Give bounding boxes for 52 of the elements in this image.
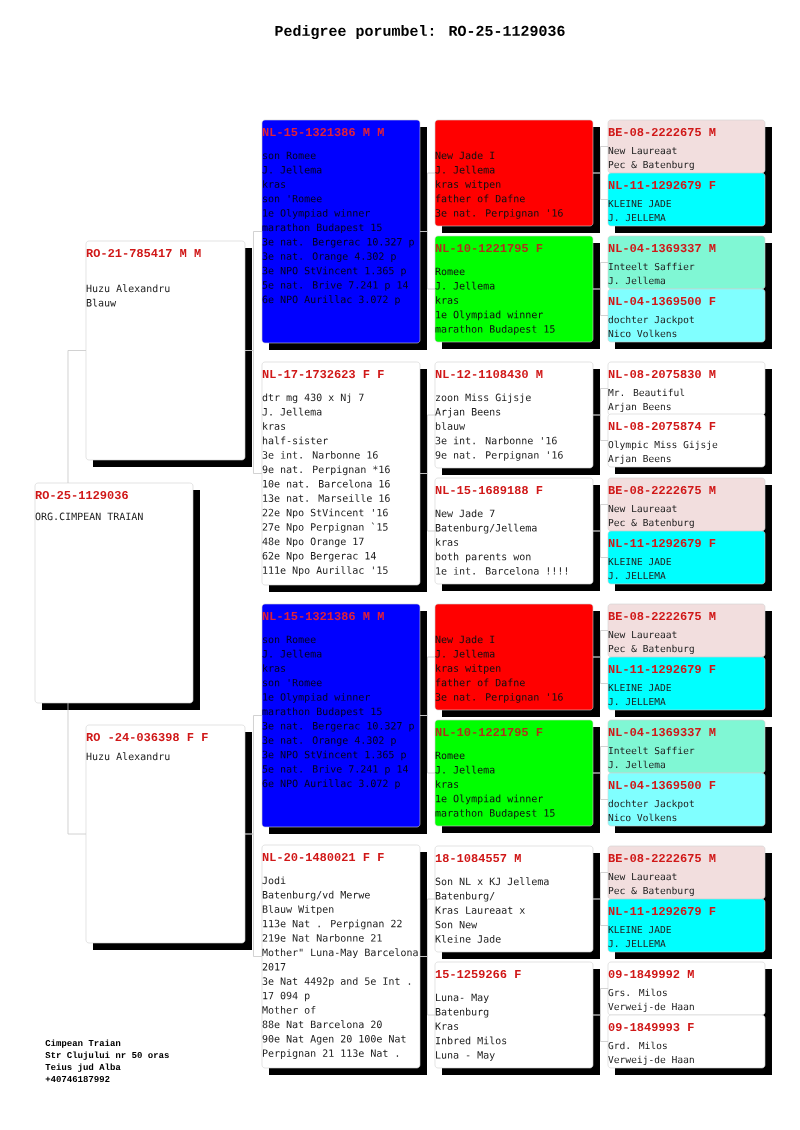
pedigree-card: NL-04-1369500 F dochter Jackpot Nico Volkens xyxy=(607,772,772,833)
pedigree-card: NL-04-1369500 F dochter Jackpot Nico Volkens xyxy=(607,288,772,349)
pedigree-card: 09-1849992 M Grs. Milos Verweij-de Haan xyxy=(607,961,772,1022)
pedigree-card: BE-08-2222675 M New Laureaat Pec & Batenburg xyxy=(607,477,772,538)
pedigree-card: NL-10-1221795 F Romee J. Jellema kras 1e Olympiad winner marathon Budapest 15 xyxy=(434,719,600,833)
pedigree-card: 09-1849993 F Grd. Milos Verweij-de Haan xyxy=(607,1014,772,1075)
pedigree-card: NL-17-1732623 F F dtr mg 430 x Nj 7 J. Jellema kras half-sister 3e int. Narbonne 16 9e nat. Perpignan *16 10e nat. Barcelona 16 13e nat. Marseille 16 22e Npo StVincent '16 27e Npo Perpignan `15 48e Npo Orange 17 62e Npo Bergerac 14 111e Npo Aurillac '15 xyxy=(261,361,427,592)
pedigree-card: RO -24-036398 F F Huzu Alexandru xyxy=(85,724,252,950)
pedigree-card: NL-15-1689188 F New Jade 7 Batenburg/Jellema kras both parents won 1e int. Barcelona !!!! xyxy=(434,477,600,591)
pedigree-card: NL-10-1221795 F Romee J. Jellema kras 1e Olympiad winner marathon Budapest 15 xyxy=(434,235,600,349)
connector-line xyxy=(419,715,436,774)
pedigree-card: NL-11-1292679 F KLEINE JADE J. JELLEMA xyxy=(607,656,772,717)
pedigree-card: NL-11-1292679 F KLEINE JADE J. JELLEMA xyxy=(607,172,772,233)
connector-line xyxy=(592,1014,609,1042)
pedigree-card: NL-04-1369337 M Inteelt Saffier J. Jellema xyxy=(607,235,772,296)
owner-info: Cimpean Traian xyxy=(45,1039,121,1048)
pedigree-card: NL-12-1108430 M zoon Miss Gijsje Arjan Beens blauw 3e int. Narbonne '16 9e nat. Perpignan '16 xyxy=(434,361,600,475)
connector-line xyxy=(592,414,609,441)
pedigree-card: BE-08-2222675 M New Laureaat Pec & Batenburg xyxy=(607,119,772,180)
connector-line xyxy=(67,702,87,835)
pedigree-card: RO-25-1129036 ORG.CIMPEAN TRAIAN xyxy=(34,482,200,710)
pedigree-card: BE-08-2222675 M New Laureaat Pec & Batenburg xyxy=(607,603,772,664)
pedigree-card: 15-1259266 F Luna- May Batenburg Kras Inbred Milos Luna - May xyxy=(434,961,600,1075)
connector-line xyxy=(419,956,436,1016)
title: Pedigree porumbel: RO-25-1129036 xyxy=(275,25,565,40)
connector-line xyxy=(592,172,609,200)
pedigree-card: NL-20-1480021 F F Jodi Batenburg/vd Merwe Blauw Witpen 113e Nat . Perpignan 22 219e Nat Narbonne 21 Mother" Luna-May Barcelona 2017 3e Nat 4492p and 5e Int . 17 094 p Mother of 88e Nat Barcelona 20 90e Nat Agen 20 100e Nat Perpignan 21 113e Nat . xyxy=(261,844,427,1075)
pedigree-card: NL-11-1292679 F KLEINE JADE J. JELLEMA xyxy=(607,530,772,591)
connector-line xyxy=(592,530,609,558)
owner-info: +40746187992 xyxy=(45,1076,110,1083)
pedigree-card: NL-08-2075830 M Mr. Beautiful Arjan Beens xyxy=(607,361,772,422)
pedigree-card: NL-08-2075874 F Olympic Miss Gijsje Arjan Beens xyxy=(607,413,772,474)
pedigree-card: New Jade I J. Jellema kras witpen father of Dafne 3e nat. Perpignan '16 xyxy=(434,603,600,717)
pedigree-card: NL-15-1321386 M M son Romee J. Jellema kras son 'Romee 1e Olympiad winner marathon Budapest 15 3e nat. Bergerac 10.327 p 3e nat. Orange 4.302 p 3e NPO StVincent 1.365 p 5e nat. Brive 7.241 p 14 6e NPO Aurillac 3.072 p xyxy=(261,603,427,834)
pedigree-card: BE-08-2222675 M New Laureaat Pec & Batenburg xyxy=(607,845,772,906)
owner-info: Str Clujului nr 50 oras xyxy=(45,1051,169,1060)
connector-line xyxy=(592,288,609,316)
pedigree-card: NL-11-1292679 F KLEINE JADE J. JELLEMA xyxy=(607,898,772,959)
connector-line xyxy=(419,231,436,290)
owner-info: Teius jud Alba xyxy=(45,1063,121,1072)
pedigree-card: RO-21-785417 M M Huzu Alexandru Blauw xyxy=(85,240,252,467)
connector-line xyxy=(592,656,609,684)
pedigree-card: 18-1084557 M Son NL x KJ Jellema Batenburg/ Kras Laureaat x Son New Kleine Jade xyxy=(434,845,600,959)
pedigree-card: New Jade I J. Jellema kras witpen father of Dafne 3e nat. Perpignan '16 xyxy=(434,119,600,233)
connector-line xyxy=(244,833,263,957)
connector-line xyxy=(244,350,263,474)
connector-line xyxy=(592,772,609,800)
connector-line xyxy=(592,898,609,926)
connector-line xyxy=(67,350,87,484)
pedigree-card: NL-15-1321386 M M son Romee J. Jellema kras son 'Romee 1e Olympiad winner marathon Budapest 15 3e nat. Bergerac 10.327 p 3e nat. Orange 4.302 p 3e NPO StVincent 1.365 p 5e nat. Brive 7.241 p 14 6e NPO Aurillac 3.072 p xyxy=(261,119,427,350)
connector-line xyxy=(419,473,436,532)
pedigree-card: NL-04-1369337 M Inteelt Saffier J. Jellema xyxy=(607,719,772,780)
